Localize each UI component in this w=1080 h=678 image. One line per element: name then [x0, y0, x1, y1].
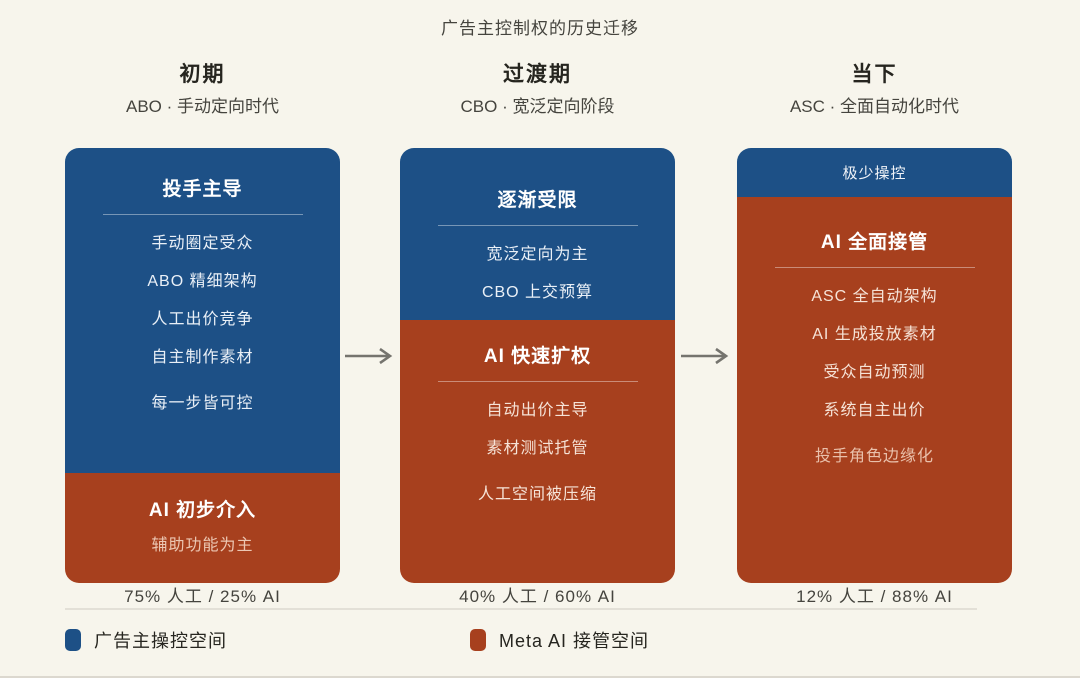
page-title: 广告主控制权的历史迁移 [441, 19, 639, 38]
legend-divider [65, 608, 977, 610]
card-now: 极少操控 AI 全面接管 ASC 全自动架构 AI 生成投放素材 受众自动预测 … [737, 148, 1012, 583]
list-item: 受众自动预测 [823, 364, 926, 381]
section-item-list: 自动出价主导 素材测试托管 人工空间被压缩 [400, 399, 675, 507]
era-heading-now: 当下 [851, 63, 898, 86]
card-transition-ai-section: AI 快速扩权 自动出价主导 素材测试托管 人工空间被压缩 [400, 320, 675, 583]
red-swatch-icon [470, 629, 486, 651]
list-item: 人工空间被压缩 [477, 486, 597, 503]
blue-swatch-icon [65, 629, 81, 651]
right-arrow-icon [680, 345, 732, 367]
section-item-list: 手动圈定受众 ABO 精细架构 人工出价竞争 自主制作素材 每一步皆可控 [65, 232, 340, 416]
legend-item-advertiser: 广告主操控空间 [65, 627, 227, 653]
card-early: 投手主导 手动圈定受众 ABO 精细架构 人工出价竞争 自主制作素材 每一步皆可… [65, 148, 340, 583]
list-item: ABO 精细架构 [147, 273, 258, 290]
split-ratio-transition: 40% 人工 / 60% AI [459, 587, 616, 606]
section-divider [437, 381, 638, 382]
section-item-list: 宽泛定向为主 CBO 上交预算 [400, 243, 675, 305]
era-subtitle-now: ASC · 全面自动化时代 [789, 97, 960, 116]
list-item: 自主制作素材 [151, 349, 254, 366]
era-subtitle-transition: CBO · 宽泛定向阶段 [460, 97, 615, 116]
list-item: 投手角色边缘化 [814, 448, 934, 465]
split-ratio-early: 75% 人工 / 25% AI [124, 587, 281, 606]
section-heading: 极少操控 [842, 165, 907, 182]
list-item: 自动出价主导 [486, 402, 589, 419]
legend-label: Meta AI 接管空间 [499, 631, 650, 651]
card-transition-advertiser-section: 逐渐受限 宽泛定向为主 CBO 上交预算 [400, 148, 675, 320]
legend: 广告主操控空间 Meta AI 接管空间 [65, 627, 1015, 655]
section-heading: 逐渐受限 [497, 190, 578, 211]
card-now-ai-section: AI 全面接管 ASC 全自动架构 AI 生成投放素材 受众自动预测 系统自主出… [737, 197, 1012, 583]
section-divider [437, 225, 638, 226]
section-heading: 投手主导 [162, 179, 243, 200]
list-item: 宽泛定向为主 [486, 246, 589, 263]
right-arrow-icon [344, 345, 396, 367]
list-item: 手动圈定受众 [151, 235, 254, 252]
card-transition: 逐渐受限 宽泛定向为主 CBO 上交预算 AI 快速扩权 自动出价主导 素材测试… [400, 148, 675, 583]
card-early-ai-section: AI 初步介入 辅助功能为主 [65, 473, 340, 583]
section-heading: AI 全面接管 [820, 232, 929, 253]
section-subheading: 辅助功能为主 [151, 537, 254, 554]
list-item: AI 生成投放素材 [812, 326, 937, 343]
section-heading: AI 快速扩权 [483, 346, 592, 367]
era-subtitle-early: ABO · 手动定向时代 [125, 97, 279, 116]
legend-label: 广告主操控空间 [94, 631, 227, 651]
split-ratio-now: 12% 人工 / 88% AI [796, 587, 953, 606]
list-item: CBO 上交预算 [481, 284, 594, 301]
era-heading-early: 初期 [179, 63, 226, 86]
list-item: 素材测试托管 [486, 440, 589, 457]
legend-item-meta-ai: Meta AI 接管空间 [470, 627, 649, 653]
section-divider [774, 267, 975, 268]
section-divider [102, 214, 303, 215]
list-item: 系统自主出价 [823, 402, 926, 419]
list-item: 每一步皆可控 [151, 395, 254, 412]
section-heading: AI 初步介入 [148, 500, 257, 521]
section-item-list: ASC 全自动架构 AI 生成投放素材 受众自动预测 系统自主出价 投手角色边缘… [737, 285, 1012, 469]
list-item: 人工出价竞争 [151, 311, 254, 328]
card-early-advertiser-section: 投手主导 手动圈定受众 ABO 精细架构 人工出价竞争 自主制作素材 每一步皆可… [65, 148, 340, 473]
card-now-advertiser-section: 极少操控 [737, 148, 1012, 197]
era-heading-transition: 过渡期 [503, 63, 572, 86]
list-item: ASC 全自动架构 [811, 288, 938, 305]
